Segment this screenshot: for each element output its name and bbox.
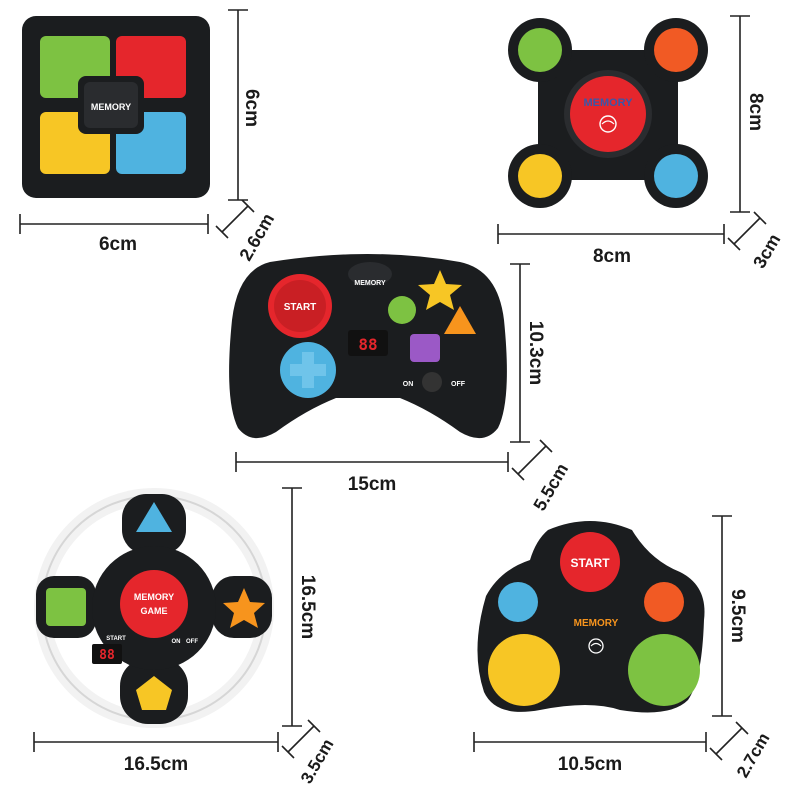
square-depth-label: 2.6cm: [235, 210, 278, 264]
paw-brand-label: MEMORY: [574, 618, 619, 629]
steering-brand-line2: GAME: [141, 606, 168, 616]
gamepad-display: 88: [358, 335, 377, 354]
square-button: [410, 334, 440, 362]
yellow-button: [488, 634, 560, 706]
green-button: [628, 634, 700, 706]
green-button: [518, 28, 562, 72]
steering-display: 88: [99, 648, 115, 663]
gamepad-depth-label: 5.5cm: [529, 460, 572, 514]
red-center-button: [570, 76, 646, 152]
steering-brand-line1: MEMORY: [134, 592, 174, 602]
square-height-label: 6cm: [241, 89, 262, 127]
gamepad-height-label: 10.3cm: [525, 321, 546, 385]
four-button-dimensions: 8cm 8cm 3cm: [497, 15, 784, 272]
center-button: [120, 570, 188, 638]
four-button-memory-toy: MEMORY: [508, 18, 708, 208]
gamepad-width-label: 15cm: [348, 474, 397, 495]
four-button-height-label: 8cm: [745, 93, 766, 131]
blue-button: [498, 582, 538, 622]
brain-icon: [588, 638, 604, 654]
steering-memory-toy: MEMORY GAME START ON OFF 88: [34, 488, 274, 728]
paw-width-label: 10.5cm: [558, 754, 622, 775]
gamepad-off-label: OFF: [451, 381, 466, 388]
four-button-brand-label: MEMORY: [583, 97, 633, 109]
steering-width-label: 16.5cm: [124, 754, 188, 775]
square-brand-label: MEMORY: [91, 102, 131, 112]
yellow-button: [518, 154, 562, 198]
pentagon-button: [136, 676, 172, 710]
steering-off-label: OFF: [186, 639, 198, 645]
square-memory-toy: MEMORY: [22, 16, 210, 198]
paw-start-label: START: [570, 556, 610, 570]
orange-button: [654, 28, 698, 72]
start-button: [560, 532, 620, 592]
star-button: [223, 588, 265, 628]
steering-on-label: ON: [172, 639, 181, 645]
triangle-button: [444, 306, 476, 334]
orange-button: [644, 582, 684, 622]
power-switch: [422, 372, 442, 392]
gamepad-start-label: START: [284, 302, 317, 313]
square-width-label: 6cm: [99, 234, 137, 255]
four-button-depth-label: 3cm: [749, 230, 784, 271]
steering-depth-label: 3.5cm: [297, 736, 338, 787]
square-button: [46, 588, 86, 626]
steering-start-label: START: [106, 636, 126, 642]
four-button-width-label: 8cm: [593, 246, 631, 267]
green-button: [388, 296, 416, 324]
brain-icon: [599, 115, 617, 133]
paw-height-label: 9.5cm: [727, 589, 748, 643]
paw-memory-toy: START MEMORY: [477, 521, 705, 713]
triangle-button: [136, 502, 172, 532]
steering-height-label: 16.5cm: [297, 575, 318, 639]
gamepad-brand-label: MEMORY: [354, 280, 386, 287]
paw-depth-label: 2.7cm: [733, 730, 774, 781]
blue-button: [654, 154, 698, 198]
star-button: [418, 270, 462, 310]
gamepad-on-label: ON: [403, 381, 414, 388]
gamepad-memory-toy: MEMORY START 88 ON OFF: [229, 254, 507, 439]
